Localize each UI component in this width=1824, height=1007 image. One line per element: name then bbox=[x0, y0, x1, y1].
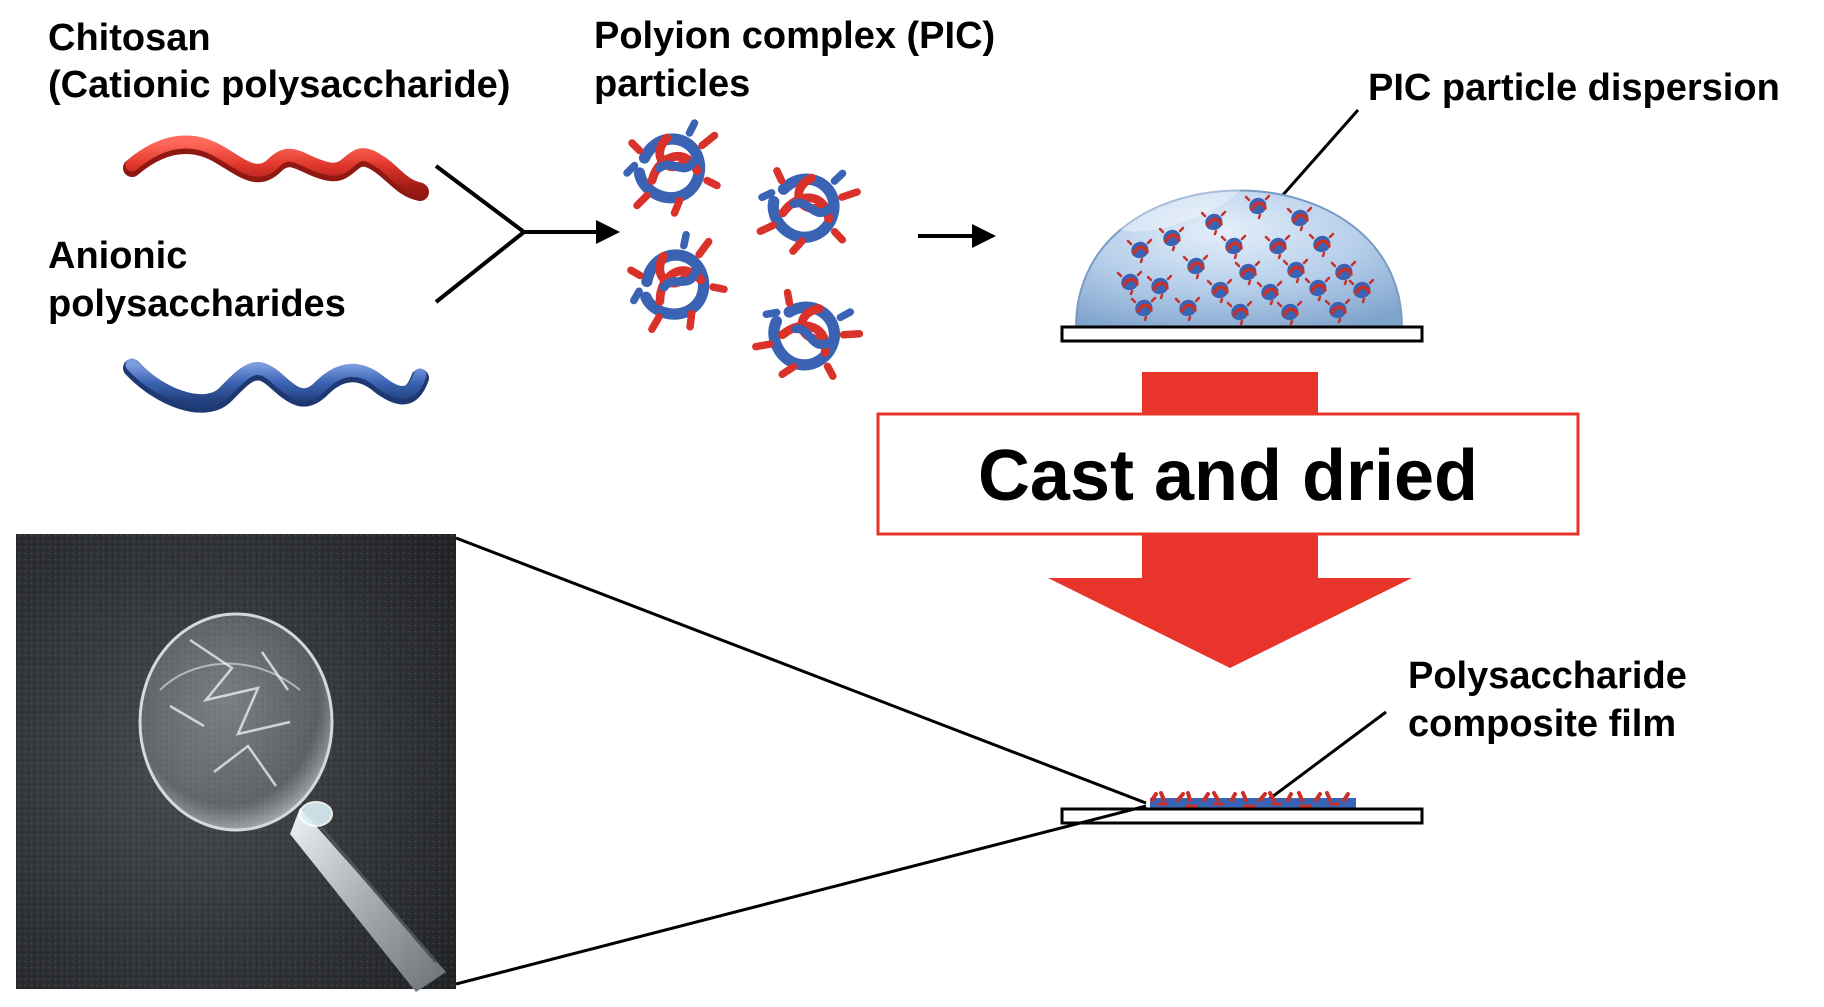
pic-sublabel: particles bbox=[594, 63, 750, 105]
chitosan-sublabel: (Cationic polysaccharide) bbox=[48, 64, 510, 106]
anionic-sublabel: polysaccharides bbox=[48, 283, 346, 325]
chitosan-label: Chitosan bbox=[48, 17, 211, 59]
dispersion-leader-line bbox=[1280, 109, 1360, 197]
dispersion-label: PIC particle dispersion bbox=[1368, 67, 1780, 109]
merge-arrow-head bbox=[596, 220, 620, 244]
cast-dried-box bbox=[876, 412, 1580, 536]
cast-dried-label: Cast and dried bbox=[978, 436, 1478, 516]
pic-particles bbox=[621, 123, 869, 399]
composite-film bbox=[1150, 791, 1356, 809]
pic-label: Polyion complex (PIC) bbox=[594, 15, 995, 57]
anionic-label: Anionic bbox=[48, 235, 187, 277]
film-label: Polysaccharide bbox=[1408, 655, 1687, 697]
dispersion-arrow-head bbox=[972, 224, 996, 248]
zoom-line-bottom bbox=[455, 804, 1147, 986]
chitosan-ribbon bbox=[123, 135, 429, 201]
cast-dried-arrow bbox=[1048, 372, 1412, 668]
substrate-top bbox=[1060, 325, 1424, 343]
film-photo bbox=[16, 534, 456, 992]
anionic-ribbon bbox=[123, 358, 429, 413]
film-leader-line bbox=[1267, 710, 1387, 802]
substrate-bottom bbox=[1060, 807, 1424, 825]
film-sublabel: composite film bbox=[1408, 703, 1676, 745]
zoom-line-top bbox=[455, 536, 1147, 805]
merge-arrow bbox=[434, 164, 600, 304]
